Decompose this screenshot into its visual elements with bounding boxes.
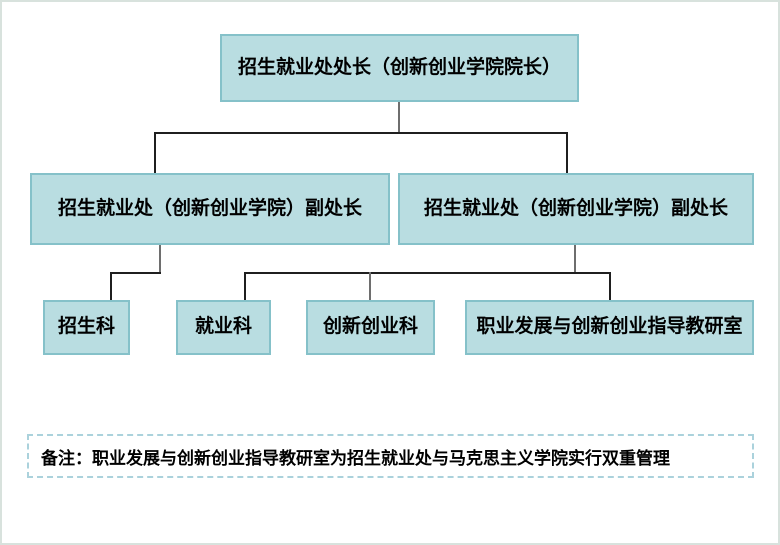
connector-right-subtree-horizontal [244, 272, 611, 274]
org-node-deputy-left: 招生就业处（创新创业学院）副处长 [30, 173, 390, 245]
connector-deputy-left-drop [154, 132, 156, 173]
org-node-label: 职业发展与创新创业指导教研室 [476, 316, 743, 338]
connector-left-subtree-horizontal [110, 272, 161, 274]
org-node-innovation-section: 创新创业科 [306, 300, 435, 355]
org-node-label: 就业科 [194, 316, 252, 338]
connector-deputy-right-stub [574, 245, 576, 274]
org-node-label: 招生就业处处长（创新创业学院院长） [237, 56, 561, 78]
org-node-deputy-right: 招生就业处（创新创业学院）副处长 [398, 173, 754, 245]
org-node-label: 招生就业处（创新创业学院）副处长 [423, 197, 728, 219]
note-box: 备注：职业发展与创新创业指导教研室为招生就业处与马克思主义学院实行双重管理 [27, 434, 754, 478]
org-node-label: 招生就业处（创新创业学院）副处长 [57, 197, 362, 219]
org-node-admissions-section: 招生科 [43, 300, 130, 355]
org-node-employment-section: 就业科 [176, 300, 271, 355]
connector-level1-horizontal [154, 132, 568, 134]
connector-teaching-office-drop [609, 272, 611, 300]
org-node-label: 创新创业科 [322, 316, 418, 338]
connector-admissions-drop [110, 272, 112, 300]
connector-deputy-right-drop [566, 132, 568, 173]
connector-innovation-drop [369, 272, 371, 300]
connector-employment-drop [244, 272, 246, 300]
connector-deputy-left-stub [159, 245, 161, 274]
note-text: 备注：职业发展与创新创业指导教研室为招生就业处与马克思主义学院实行双重管理 [41, 448, 670, 468]
connector-root-stub [398, 102, 400, 133]
org-node-career-teaching-office: 职业发展与创新创业指导教研室 [465, 300, 754, 355]
org-node-director: 招生就业处处长（创新创业学院院长） [220, 34, 579, 102]
org-node-label: 招生科 [57, 316, 115, 338]
